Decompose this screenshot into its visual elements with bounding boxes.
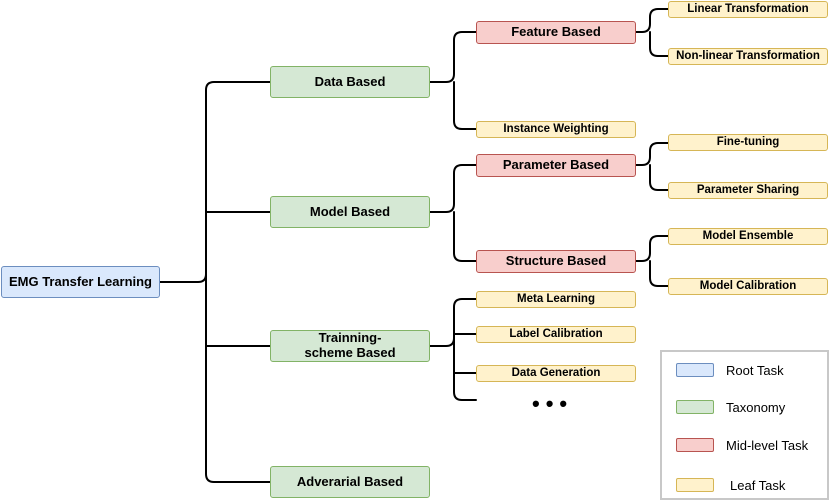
connector-training-meta [429,298,477,347]
legend-item-root: Root Task [676,360,784,380]
leaf-node-model-calibration: Model Calibration [668,278,828,295]
taxonomy-node-data-based: Data Based [270,66,430,98]
legend-item-taxonomy: Taxonomy [676,397,785,417]
leaf-node-label-calibration: Label Calibration [476,326,636,343]
legend-label-taxonomy: Taxonomy [726,399,786,415]
connector-parameter-sharing [649,164,669,191]
connector-data-instance [453,81,477,130]
leaf-node-meta-learning: Meta Learning [476,291,636,308]
connector-root-data [159,81,271,283]
connector-data-feature [429,31,477,83]
connector-training-datagen [453,337,477,374]
root-node-emg-transfer-learning: EMG Transfer Learning [1,266,160,298]
taxonomy-node-training-scheme: Trainning-scheme Based [270,330,430,362]
legend-swatch-root [676,363,714,377]
connector-model-parameter [429,164,477,213]
leaf-node-nonlinear-transformation: Non-linear Transformation [668,48,828,65]
legend-swatch-leaf [676,478,714,492]
connector-root-adversarial [205,273,271,483]
leaf-node-model-ensemble: Model Ensemble [668,228,828,245]
connector-training-more [453,372,477,401]
connector-feature-nonlinear [649,31,669,57]
legend-item-leaf: Leaf Task [676,475,785,495]
connector-model-structure [453,211,477,262]
legend-label-root: Root Task [726,362,784,378]
legend-label-leaf: Leaf Task [730,477,786,493]
connector-feature-linear [635,8,669,33]
leaf-node-fine-tuning: Fine-tuning [668,134,828,151]
mid-node-feature-based: Feature Based [476,21,636,44]
ellipsis-more-items: ••• [532,391,574,416]
leaf-node-linear-transformation: Linear Transformation [668,1,828,18]
legend-item-mid: Mid-level Task [676,435,808,455]
mid-node-parameter-based: Parameter Based [476,154,636,177]
mid-node-structure-based: Structure Based [476,250,636,273]
taxonomy-node-adversarial: Adverarial Based [270,466,430,498]
connector-structure-ensemble [635,235,669,262]
legend: Root Task Taxonomy Mid-level Task Leaf T… [660,350,829,500]
legend-swatch-taxonomy [676,400,714,414]
legend-label-mid: Mid-level Task [726,437,809,453]
connector-parameter-finetuning [635,142,669,166]
taxonomy-node-model-based: Model Based [270,196,430,228]
connector-structure-calibration [649,260,669,287]
leaf-node-data-generation: Data Generation [476,365,636,382]
leaf-node-instance-weighting: Instance Weighting [476,121,636,138]
legend-swatch-mid [676,438,714,452]
leaf-node-parameter-sharing: Parameter Sharing [668,182,828,199]
